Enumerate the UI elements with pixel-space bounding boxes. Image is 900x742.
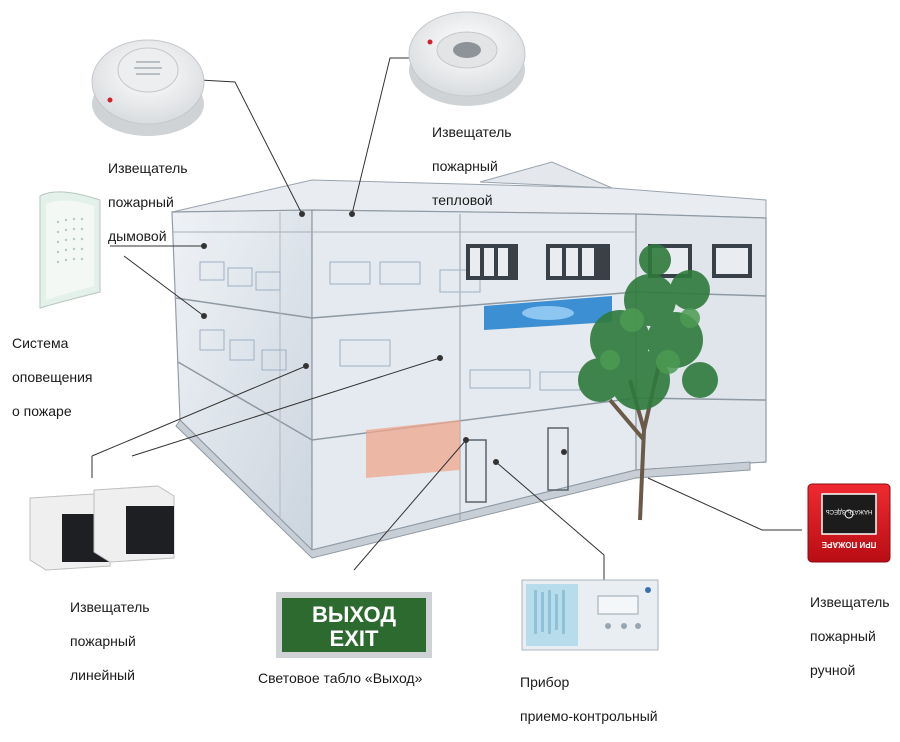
- label-line: Извещатель: [108, 160, 188, 177]
- manual-call-top-text: НАЖАТЬ ЗДЕСЬ: [826, 508, 873, 514]
- label-smoke-detector: Извещатель пожарный дымовой: [108, 143, 188, 262]
- label-line: дымовой: [108, 228, 188, 245]
- label-line: Извещатель: [810, 594, 890, 611]
- manual-call-bottom-text: ПРИ ПОЖАРЕ: [821, 540, 876, 549]
- exit-sign-ru-text: ВЫХОД: [312, 602, 396, 627]
- label-line: тепловой: [432, 192, 512, 209]
- label-linear-detector: Извещатель пожарный линейный: [70, 582, 150, 701]
- label-line: Прибор: [520, 674, 658, 691]
- control-panel-icon: [522, 580, 658, 650]
- label-line: пожарный: [810, 628, 890, 645]
- label-line: приемо-контрольный: [520, 708, 658, 725]
- manual-call-point-icon: НАЖАТЬ ЗДЕСЬ ПРИ ПОЖАРЕ: [808, 484, 890, 562]
- label-exit-sign: Световое табло «Выход»: [258, 670, 422, 687]
- label-line: линейный: [70, 667, 150, 684]
- label-line: пожарный: [70, 633, 150, 650]
- label-line: Извещатель: [432, 124, 512, 141]
- label-line: Извещатель: [70, 599, 150, 616]
- exit-sign-en-text: EXIT: [330, 626, 379, 651]
- label-line: о пожаре: [12, 403, 93, 420]
- smoke-detector-icon: [92, 40, 204, 136]
- label-line: оповещения: [12, 369, 93, 386]
- linear-detector-icon: [30, 486, 174, 570]
- label-manual-call-point: Извещатель пожарный ручной: [810, 577, 890, 696]
- label-alarm-system: Система оповещения о пожаре: [12, 318, 93, 437]
- label-line: ручной: [810, 662, 890, 679]
- label-line: Система: [12, 335, 93, 352]
- speaker-icon: [40, 192, 100, 308]
- label-heat-detector: Извещатель пожарный тепловой: [432, 107, 512, 226]
- label-line: пожарный: [108, 194, 188, 211]
- exit-sign: ВЫХОД EXIT: [276, 592, 432, 658]
- label-line: пожарный: [432, 158, 512, 175]
- heat-detector-icon: [409, 12, 525, 106]
